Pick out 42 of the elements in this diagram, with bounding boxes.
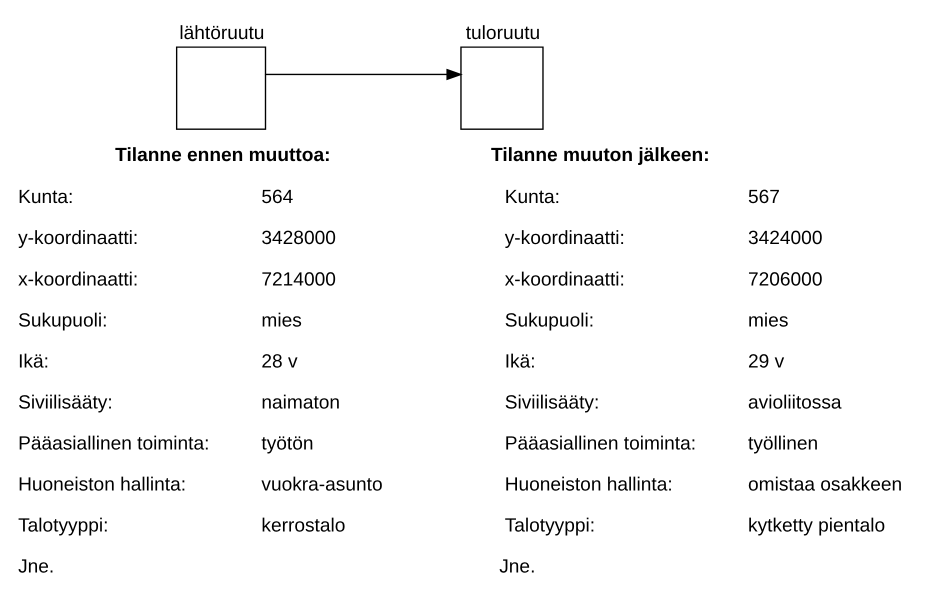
label: Sukupuoli: xyxy=(504,310,594,331)
label: Huoneiston hallinta: xyxy=(18,474,186,495)
label: vuokra-asunto xyxy=(261,474,383,495)
label: 28 v xyxy=(261,350,298,372)
node-label: tuloruutu xyxy=(466,22,540,44)
label: naimaton xyxy=(261,392,340,413)
node-label: lähtöruutu xyxy=(179,22,264,44)
label: kerrostalo xyxy=(261,514,346,536)
label: Kunta: xyxy=(18,186,74,208)
label: Jne. xyxy=(499,556,536,577)
label: Ikä: xyxy=(18,350,49,372)
label: 29 v xyxy=(748,350,784,372)
label: 3428000 xyxy=(261,228,336,249)
label: Pääasiallinen toiminta: xyxy=(18,432,210,454)
label: Tilanne muuton jälkeen: xyxy=(491,144,710,166)
label: kytketty pientalo xyxy=(748,514,886,536)
label: omistaa osakkeen xyxy=(748,474,902,495)
label: Huoneiston hallinta: xyxy=(504,474,673,495)
label: Sukupuoli: xyxy=(18,310,108,331)
label: 7214000 xyxy=(261,268,336,290)
label: Pääasiallinen toiminta: xyxy=(504,432,696,454)
label: 564 xyxy=(261,186,294,208)
label: 567 xyxy=(748,186,780,208)
label: x-koordinaatti: xyxy=(18,268,138,290)
label: avioliitossa xyxy=(748,392,842,413)
label: Kunta: xyxy=(504,186,560,208)
label: 3424000 xyxy=(748,228,822,249)
label: Talotyyppi: xyxy=(504,514,596,536)
label: mies xyxy=(748,310,788,331)
label: y-koordinaatti: xyxy=(504,228,625,249)
label: Ikä: xyxy=(504,350,536,372)
label: työllinen xyxy=(748,432,818,454)
label: x-koordinaatti: xyxy=(504,268,625,290)
label: Siviilisääty: xyxy=(504,392,600,413)
label: 7206000 xyxy=(748,268,822,290)
label: mies xyxy=(261,310,302,331)
label: Talotyyppi: xyxy=(18,514,108,536)
label: Jne. xyxy=(18,556,54,577)
label: Siviilisääty: xyxy=(18,392,113,413)
label: Tilanne ennen muuttoa: xyxy=(115,144,330,166)
label: työtön xyxy=(261,432,314,454)
label: y-koordinaatti: xyxy=(18,228,138,249)
